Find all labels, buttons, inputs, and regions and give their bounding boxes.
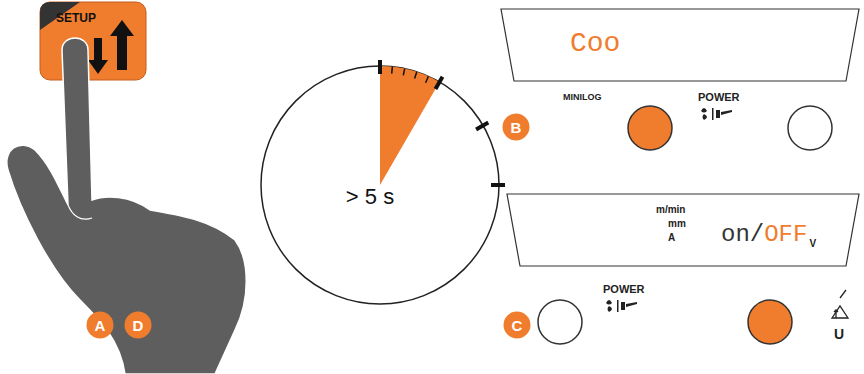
display-outline: [507, 194, 859, 266]
knob-label: MINILOG: [563, 93, 602, 102]
down-arrow: [88, 38, 108, 74]
white-knob: [538, 300, 582, 344]
node-text: on/: [721, 223, 764, 247]
white-knob: [788, 106, 832, 150]
dial-tick: [403, 69, 404, 76]
node-text: A: [95, 318, 106, 333]
voltage-label: U: [834, 327, 844, 341]
node-text: SETUP: [56, 12, 96, 24]
node-text: B: [511, 120, 522, 135]
dial-tick: [391, 67, 393, 74]
dial-tick: [436, 77, 443, 89]
display-outline: [501, 9, 859, 81]
callout-letter: A: [86, 311, 114, 339]
dial-tick: [378, 60, 382, 74]
elapsed-wedge: [380, 66, 440, 185]
knob-label: POWER: [698, 92, 740, 103]
hand-crease: [68, 205, 92, 219]
setup-button: [40, 2, 146, 80]
node-text: OFF: [764, 223, 807, 247]
dial-circle: [261, 66, 499, 304]
node-text: Coo: [570, 30, 620, 58]
display-panel: m/min mmAon/OFFV: [506, 193, 860, 267]
node-text: V: [809, 239, 816, 249]
callout-circle: [504, 312, 531, 339]
dial-tick: [491, 183, 505, 187]
node-text: mm: [668, 219, 686, 229]
node-text: m/min: [656, 205, 685, 215]
setup-button-label: SETUP: [40, 2, 146, 80]
orange-knob: [628, 106, 672, 150]
dial-tick: [426, 76, 429, 82]
display-panel: Coo: [500, 8, 860, 82]
callout-letter: B: [502, 113, 530, 141]
callout-letter: C: [503, 311, 531, 339]
node-text: D: [133, 318, 144, 333]
voltage-symbol: [832, 290, 848, 318]
node-text: C: [512, 318, 523, 333]
callout-letter: D: [124, 311, 152, 339]
dial-tick: [415, 72, 417, 79]
callout-circle: [87, 312, 114, 339]
timer-dial: > 5 s: [260, 65, 500, 305]
dial-tick: [476, 123, 488, 130]
node-outline: [260, 65, 500, 305]
callout-circle: [503, 114, 530, 141]
pointing-hand: [7, 38, 246, 374]
knob-label: POWER: [603, 284, 645, 295]
node-text: A: [668, 233, 675, 243]
power-icon: [606, 300, 637, 312]
callout-circle: [125, 312, 152, 339]
power-icon: [701, 108, 732, 120]
node-text: > 5 s: [346, 186, 394, 208]
node-outline: [500, 8, 860, 82]
orange-knob: [748, 300, 792, 344]
up-arrow: [110, 20, 134, 70]
